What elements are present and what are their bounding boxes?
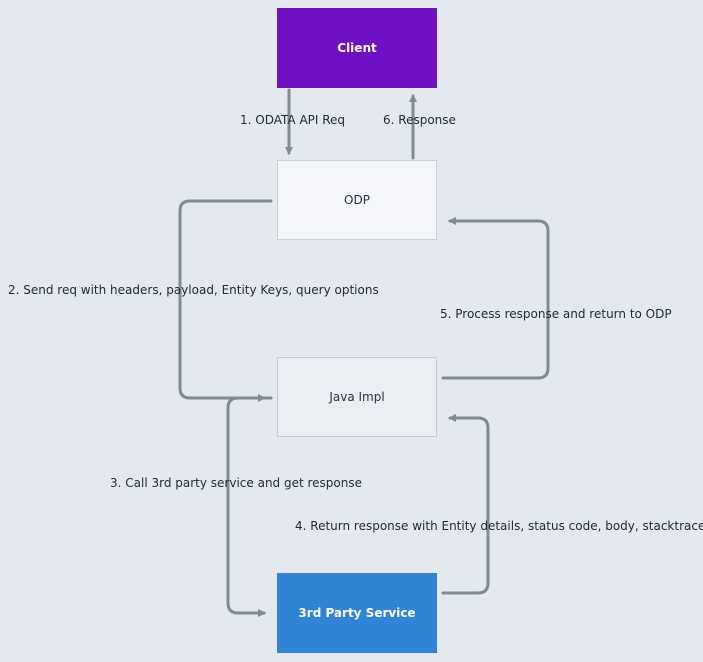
connector-step4 <box>441 414 490 595</box>
third-party-service-node: 3rd Party Service <box>277 573 437 653</box>
client-node: Client <box>277 8 437 88</box>
edge-label-step6: 6. Response <box>383 113 456 127</box>
edge-label-step5: 5. Process response and return to ODP <box>440 307 672 321</box>
edge-label-step3: 3. Call 3rd party service and get respon… <box>110 476 363 490</box>
edge-label-step2: 2. Send req with headers, payload, Entit… <box>8 283 379 297</box>
odp-node: ODP <box>277 160 437 240</box>
connector-step3 <box>226 396 273 617</box>
third-party-service-node-label: 3rd Party Service <box>298 606 416 620</box>
connector-step2 <box>178 199 273 402</box>
client-node-label: Client <box>337 41 377 55</box>
edge-label-step4: 4. Return response with Entity details, … <box>295 519 703 533</box>
java-impl-node-label: Java Impl <box>329 390 385 404</box>
odp-node-label: ODP <box>344 193 370 207</box>
connector-step5 <box>441 217 550 380</box>
java-impl-node: Java Impl <box>277 357 437 437</box>
edge-label-step1: 1. ODATA API Req <box>240 113 346 127</box>
